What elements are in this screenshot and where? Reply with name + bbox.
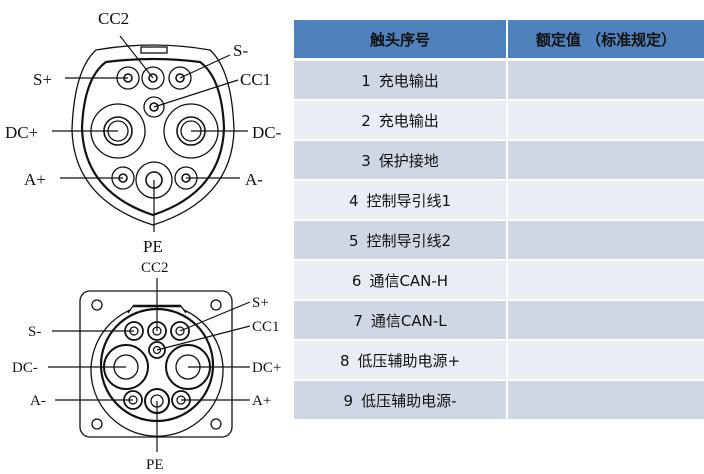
contact-name: 低压辅助电源- [361, 391, 457, 410]
rated-value-cell [508, 341, 704, 381]
rated-value-cell [508, 181, 704, 221]
table-row: 6 通信CAN-H [294, 261, 704, 301]
contact-number: 5 [348, 231, 359, 250]
contact-cell: 5 控制导引线2 [294, 221, 508, 261]
table-header-row: 触头序号 额定值 （标准规定） [294, 20, 704, 61]
plug-label-s-plus: S+ [33, 70, 52, 89]
table-row: 4 控制导引线1 [294, 181, 704, 221]
socket-diagram [48, 278, 251, 452]
contact-name: 通信CAN-H [369, 271, 449, 290]
header-rated-value: 额定值 （标准规定） [508, 20, 704, 61]
contact-number: 8 [339, 351, 350, 370]
socket-label-dc-plus: DC+ [252, 360, 281, 376]
socket-label-s-plus: S+ [252, 295, 269, 311]
contact-cell: 7 通信CAN-L [294, 301, 508, 341]
table-row: 3 保护接地 [294, 141, 704, 181]
contact-cell: 2 充电输出 [294, 101, 508, 141]
rated-value-cell [508, 381, 704, 421]
contact-number: 6 [351, 271, 362, 290]
contact-name: 充电输出 [378, 71, 439, 90]
rated-value-cell [508, 101, 704, 141]
plug-diagram [52, 35, 248, 232]
table-row: 5 控制导引线2 [294, 221, 704, 261]
socket-label-a-minus: A- [30, 393, 46, 409]
contact-name: 控制导引线2 [366, 231, 452, 250]
table-row: 9 低压辅助电源- [294, 381, 704, 421]
plug-label-s-minus: S- [233, 41, 248, 60]
contact-number: 9 [343, 391, 354, 410]
contact-number: 7 [353, 311, 363, 330]
header-contact-number: 触头序号 [294, 20, 508, 61]
contact-cell: 3 保护接地 [294, 141, 508, 181]
table-row: 8 低压辅助电源+ [294, 341, 704, 381]
socket-label-dc-minus: DC- [12, 360, 38, 376]
connector-diagrams: CC2 S- S+ CC1 DC+ DC- A+ A- PE [0, 0, 300, 474]
plug-label-a-plus: A+ [24, 170, 46, 189]
socket-label-a-plus: A+ [252, 393, 271, 409]
plug-label-dc-plus: DC+ [5, 123, 38, 142]
contact-spec-table: 触头序号 额定值 （标准规定） 1 充电输出 2 充电输出 3 保护接地 4 控制导引线… [294, 20, 704, 421]
rated-value-cell [508, 141, 704, 181]
contact-name: 充电输出 [378, 111, 439, 130]
contact-number: 1 [361, 71, 371, 90]
contact-name: 低压辅助电源+ [357, 351, 461, 370]
contact-name: 控制导引线1 [366, 191, 452, 210]
contact-cell: 6 通信CAN-H [294, 261, 508, 301]
socket-label-pe: PE [146, 457, 164, 473]
plug-label-pe: PE [143, 237, 163, 256]
table-row: 1 充电输出 [294, 61, 704, 101]
socket-labels: CC2 S+ S- CC1 DC- DC+ A- A+ PE [12, 260, 281, 473]
table-row: 2 充电输出 [294, 101, 704, 141]
contact-cell: 4 控制导引线1 [294, 181, 508, 221]
plug-labels: CC2 S- S+ CC1 DC+ DC- A+ A- PE [5, 9, 282, 256]
contact-number: 3 [361, 151, 371, 170]
contact-number: 2 [361, 111, 371, 130]
contact-name: 保护接地 [378, 151, 439, 170]
contact-cell: 1 充电输出 [294, 61, 508, 101]
socket-label-s-minus: S- [28, 324, 41, 340]
plug-label-cc1: CC1 [240, 70, 271, 89]
rated-value-cell [508, 261, 704, 301]
rated-value-cell [508, 61, 704, 101]
plug-label-cc2: CC2 [98, 9, 129, 28]
table-row: 7 通信CAN-L [294, 301, 704, 341]
plug-label-dc-minus: DC- [252, 123, 282, 142]
contact-name: 通信CAN-L [370, 311, 447, 330]
rated-value-cell [508, 221, 704, 261]
socket-label-cc2: CC2 [141, 260, 169, 276]
rated-value-cell [508, 301, 704, 341]
contact-cell: 9 低压辅助电源- [294, 381, 508, 421]
socket-label-cc1: CC1 [252, 319, 280, 335]
connector-diagram-svg: CC2 S- S+ CC1 DC+ DC- A+ A- PE [5, 9, 282, 473]
contact-cell: 8 低压辅助电源+ [294, 341, 508, 381]
plug-label-a-minus: A- [245, 170, 263, 189]
contact-number: 4 [348, 191, 359, 210]
